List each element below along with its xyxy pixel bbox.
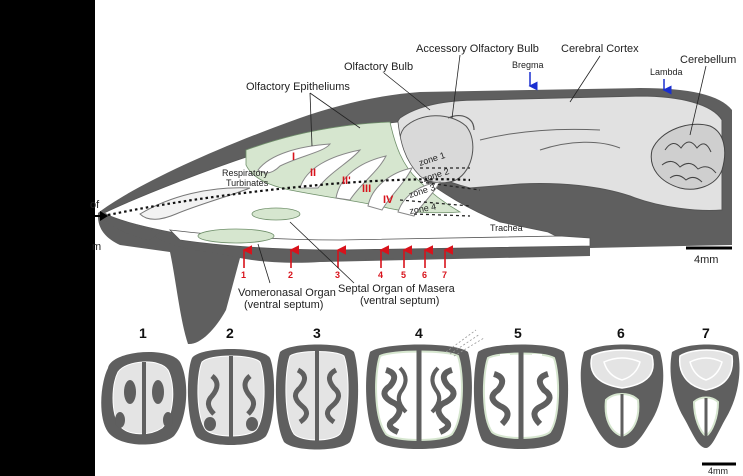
- label-olfactory-epitheliums: Olfactory Epitheliums: [246, 81, 350, 93]
- label-m: m: [92, 241, 101, 253]
- coronal-section-6: [581, 345, 664, 449]
- septal-caption-1: Septal Organ of Masera: [338, 283, 456, 295]
- section-number-1: 1: [139, 325, 147, 341]
- label-turbinates: Turbinates: [226, 178, 269, 188]
- coronal-section-1: [101, 352, 186, 445]
- label-cerebellum: Cerebellum: [680, 54, 736, 66]
- vno-caption-1: Vomeronasal Organ: [238, 287, 336, 299]
- coronal-section-7: [671, 345, 740, 449]
- marker-3: 3: [335, 270, 340, 280]
- turbinate-III: III: [362, 183, 371, 195]
- vomeronasal-organ: [198, 229, 274, 243]
- section-number-5: 5: [514, 325, 522, 341]
- turbinate-IV: IV: [383, 194, 394, 206]
- label-olfactory-bulb: Olfactory Bulb: [344, 61, 413, 73]
- section-number-4: 4: [415, 325, 423, 341]
- section-number-3: 3: [313, 325, 321, 341]
- label-bregma: Bregma: [512, 60, 544, 70]
- scale-label-bottom: 4mm: [708, 466, 728, 476]
- label-trachea: Trachea: [490, 223, 523, 233]
- scale-label-top: 4mm: [694, 254, 718, 266]
- section-number-6: 6: [617, 325, 625, 341]
- label-of: of: [90, 199, 100, 211]
- label-respiratory: Respiratory: [222, 168, 269, 178]
- label-lambda: Lambda: [650, 67, 683, 77]
- label-accessory-olfactory-bulb: Accessory Olfactory Bulb: [416, 43, 539, 55]
- marker-6: 6: [422, 270, 427, 280]
- section-number-2: 2: [226, 325, 234, 341]
- turbinate-I: I: [292, 151, 295, 163]
- label-cerebral-cortex: Cerebral Cortex: [561, 43, 639, 55]
- coronal-section-4: [366, 330, 484, 449]
- marker-7: 7: [442, 270, 447, 280]
- vno-caption-2: (ventral septum): [244, 299, 323, 311]
- marker-5: 5: [401, 270, 406, 280]
- section-number-7: 7: [702, 325, 710, 341]
- turbinate-II: II: [310, 167, 316, 179]
- septal-caption-2: (ventral septum): [360, 295, 439, 307]
- coronal-sections: 1 2 3 4 5 6 7: [101, 325, 739, 450]
- coronal-section-3: [276, 345, 358, 450]
- marker-2: 2: [288, 270, 293, 280]
- turbinate-II-prime: II': [342, 175, 351, 187]
- coronal-section-5: [474, 345, 568, 450]
- septal-organ: [252, 208, 300, 220]
- left-black-panel: [0, 0, 95, 476]
- coronal-section-2: [188, 349, 274, 445]
- marker-1: 1: [241, 270, 246, 280]
- marker-4: 4: [378, 270, 383, 280]
